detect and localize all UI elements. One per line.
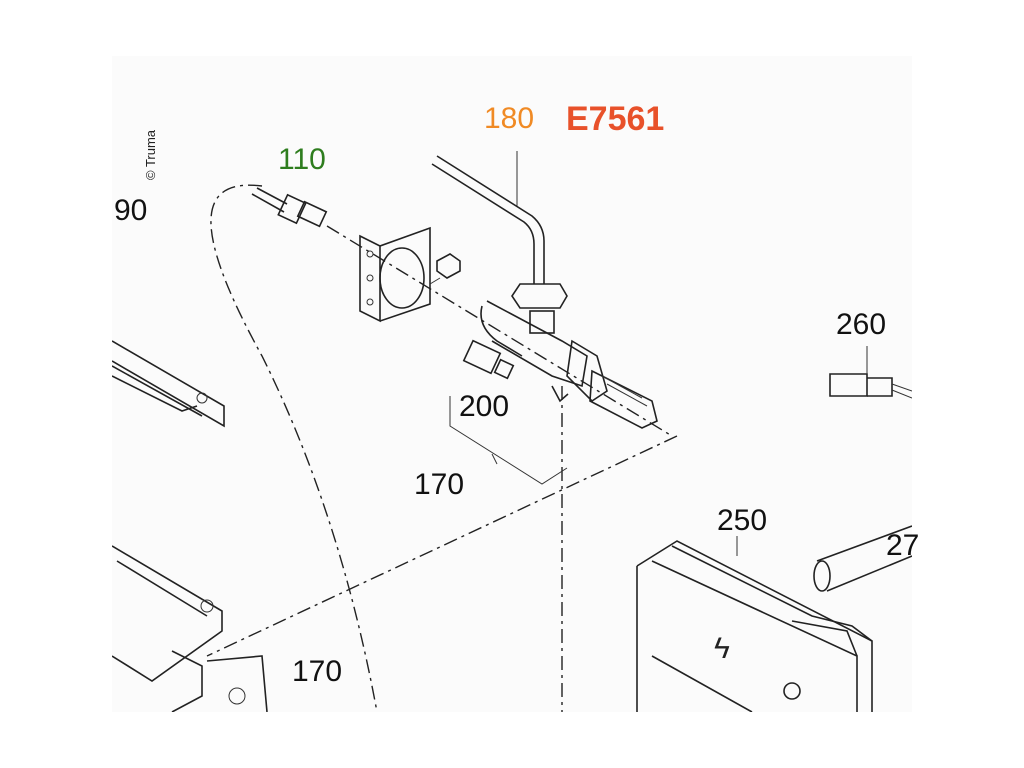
part-label-90: 90 xyxy=(114,194,148,227)
mounting-bracket xyxy=(359,226,461,323)
part-250-control-box xyxy=(636,536,873,712)
leader-170 xyxy=(491,453,498,465)
part-label-200: 200 xyxy=(459,390,510,423)
part-label-180: 180 xyxy=(484,102,535,135)
part-200-igniter xyxy=(462,339,515,380)
part-260-connector xyxy=(829,346,912,399)
part-180-tube xyxy=(431,151,568,309)
part-label-250: 250 xyxy=(717,504,768,537)
part-label-170-upper: 170 xyxy=(414,468,465,501)
assembly-axis-lower xyxy=(206,435,678,657)
part-170-valve xyxy=(480,300,658,429)
part-label-27x: 27 xyxy=(886,529,920,562)
copyright-text: © Truma xyxy=(143,129,158,180)
leader-170-bracket xyxy=(449,396,568,485)
part-label-260: 260 xyxy=(836,308,887,341)
left-frame-lower xyxy=(112,545,268,712)
part-label-110: 110 xyxy=(278,143,326,176)
high-voltage-icon: ϟ xyxy=(714,632,730,665)
gas-line-path xyxy=(210,184,378,712)
part-110-fitting xyxy=(251,187,328,228)
parts-linework xyxy=(112,151,912,712)
part-label-170-lower: 170 xyxy=(292,655,343,688)
highlight-code: E7561 xyxy=(566,100,665,138)
left-frame-upper xyxy=(112,340,225,428)
part-27x-cylinder xyxy=(813,525,912,592)
exploded-parts-drawing: ϟ xyxy=(112,56,912,712)
